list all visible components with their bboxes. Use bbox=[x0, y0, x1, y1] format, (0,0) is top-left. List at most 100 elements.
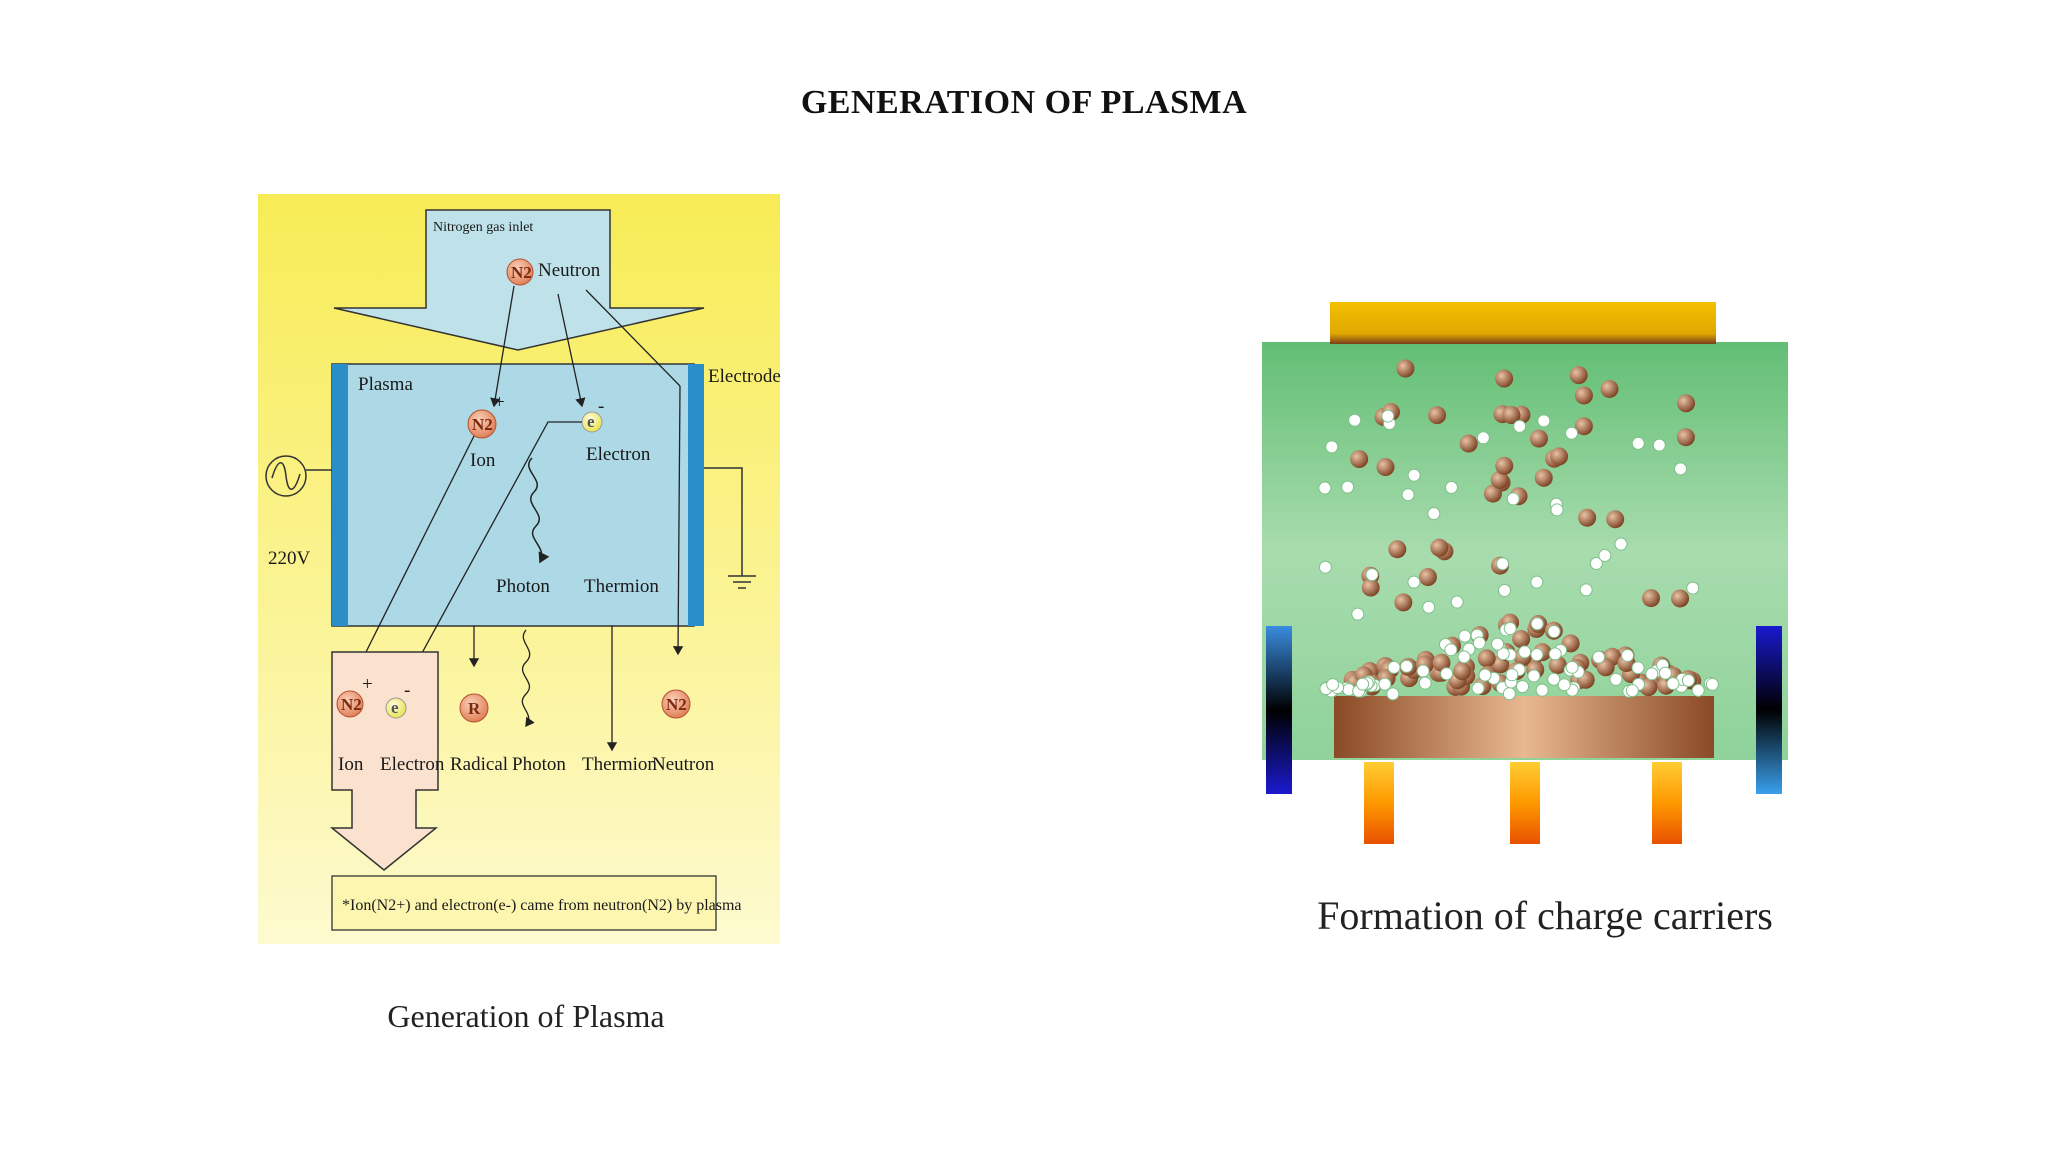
electron-particle bbox=[1691, 683, 1705, 697]
electron-particle bbox=[1503, 621, 1517, 635]
electron-particle bbox=[1472, 636, 1486, 650]
positive-ion-particle bbox=[1396, 359, 1415, 378]
right-side-electrode bbox=[1756, 626, 1782, 794]
photon-wave bbox=[528, 457, 550, 564]
electron-particle bbox=[1516, 680, 1530, 694]
positive-ion-particle bbox=[1502, 406, 1521, 425]
electron-charge: - bbox=[598, 396, 604, 417]
output-thermion-label: Thermion bbox=[582, 754, 657, 775]
positive-ion-particle bbox=[1548, 656, 1567, 675]
positive-ion-particle bbox=[1574, 386, 1593, 405]
positive-ion-particle bbox=[1453, 662, 1472, 681]
electron-particle bbox=[1645, 667, 1659, 681]
electron-particle bbox=[1444, 643, 1458, 657]
electron-particle bbox=[1407, 575, 1421, 589]
neutron-particle bbox=[506, 258, 534, 286]
positive-ion-particle bbox=[1677, 394, 1696, 413]
electron-particle bbox=[1356, 677, 1370, 691]
electron-particle bbox=[1351, 607, 1365, 621]
electron-particle bbox=[1401, 488, 1415, 502]
charge-carrier-particles bbox=[1318, 359, 1719, 701]
electron-particle bbox=[1547, 625, 1561, 639]
positive-ion-particle bbox=[1574, 417, 1593, 436]
output-neutron-particle bbox=[661, 689, 691, 719]
electron-particle bbox=[1681, 674, 1695, 688]
electron-particle bbox=[1381, 409, 1395, 423]
ion-symbol: N2 bbox=[472, 415, 493, 434]
electron-particle bbox=[1416, 664, 1430, 678]
electron-label: Electron bbox=[586, 444, 651, 465]
slide-title: GENERATION OF PLASMA bbox=[800, 84, 1248, 121]
output-ion-charge: + bbox=[362, 674, 373, 695]
electron-particle bbox=[1478, 668, 1492, 682]
electron-particle bbox=[1592, 650, 1606, 664]
positive-ion-particle bbox=[1361, 578, 1380, 597]
electron-particle bbox=[1471, 681, 1485, 695]
electron-particle bbox=[1565, 426, 1579, 440]
electrode-label: Electrode bbox=[708, 366, 781, 387]
ac-source-icon bbox=[265, 455, 307, 497]
electron-particle bbox=[1506, 492, 1520, 506]
photon-label: Photon bbox=[496, 576, 550, 597]
positive-ion-particle bbox=[1430, 538, 1449, 557]
output-electron-symbol: e bbox=[391, 698, 399, 717]
output-ion-symbol: N2 bbox=[341, 695, 362, 714]
electron-particle bbox=[1530, 617, 1544, 631]
electron-particle bbox=[1326, 678, 1340, 692]
output-electron-particle bbox=[385, 697, 407, 719]
electron-particle bbox=[1530, 648, 1544, 662]
positive-ion-particle bbox=[1350, 450, 1369, 469]
electron-particle bbox=[1609, 672, 1623, 686]
positive-ion-particle bbox=[1477, 649, 1496, 668]
plasma-generation-diagram: Nitrogen gas inlet N2 Neutron Plasma Ele… bbox=[258, 194, 781, 944]
electron-particle bbox=[1513, 419, 1527, 433]
left-figure-caption: Generation of Plasma bbox=[387, 998, 665, 1034]
thermion-label: Thermion bbox=[584, 576, 659, 597]
neutron-symbol: N2 bbox=[511, 263, 532, 282]
positive-ion-particle bbox=[1676, 428, 1695, 447]
electron-particle bbox=[1674, 462, 1688, 476]
electron-particle bbox=[1387, 660, 1401, 674]
note-box bbox=[331, 875, 717, 931]
electron-symbol: e bbox=[587, 412, 595, 431]
output-ion-particle bbox=[336, 690, 364, 718]
electron-particle bbox=[1341, 480, 1355, 494]
electron-particle bbox=[1705, 677, 1719, 691]
positive-ion-particle bbox=[1606, 510, 1625, 529]
electron-particle bbox=[1422, 600, 1436, 614]
electron-particle bbox=[1505, 668, 1519, 682]
positive-ion-particle bbox=[1394, 593, 1413, 612]
electron-particle bbox=[1565, 660, 1579, 674]
electron-particle bbox=[1527, 669, 1541, 683]
electron-particle bbox=[1548, 647, 1562, 661]
voltage-label: 220V bbox=[268, 548, 311, 569]
positive-ion-particle bbox=[1459, 434, 1478, 453]
electron-particle bbox=[1589, 556, 1603, 570]
electron-particle bbox=[1318, 560, 1332, 574]
electron-particle bbox=[1427, 507, 1441, 521]
positive-ion-particle bbox=[1490, 470, 1509, 489]
output-ion-label: Ion bbox=[338, 754, 364, 775]
electron-particle bbox=[1318, 481, 1332, 495]
electron-particle bbox=[1621, 649, 1635, 663]
positive-ion-particle bbox=[1569, 366, 1588, 385]
positive-ion-particle bbox=[1550, 447, 1569, 466]
electron-particle bbox=[1557, 678, 1571, 692]
electron-particle bbox=[1535, 683, 1549, 697]
substrate-block bbox=[1334, 696, 1714, 758]
neutron-label: Neutron bbox=[538, 260, 601, 281]
positive-ion-particle bbox=[1428, 406, 1447, 425]
electron-particle bbox=[1498, 583, 1512, 597]
left-side-electrode bbox=[1266, 626, 1292, 794]
positive-ion-particle bbox=[1483, 484, 1502, 503]
positive-ion-particle bbox=[1495, 456, 1514, 475]
electron-particle bbox=[1418, 676, 1432, 690]
electron-particle bbox=[1598, 549, 1612, 563]
output-neutron-label: Neutron bbox=[652, 754, 715, 775]
sine-wave-icon bbox=[271, 462, 301, 490]
ground-wire bbox=[704, 467, 743, 576]
note-text: *Ion(N2+) and electron(e-) came from neu… bbox=[342, 897, 742, 914]
positive-ion-particle bbox=[1376, 458, 1395, 477]
electron-particle bbox=[1631, 436, 1645, 450]
